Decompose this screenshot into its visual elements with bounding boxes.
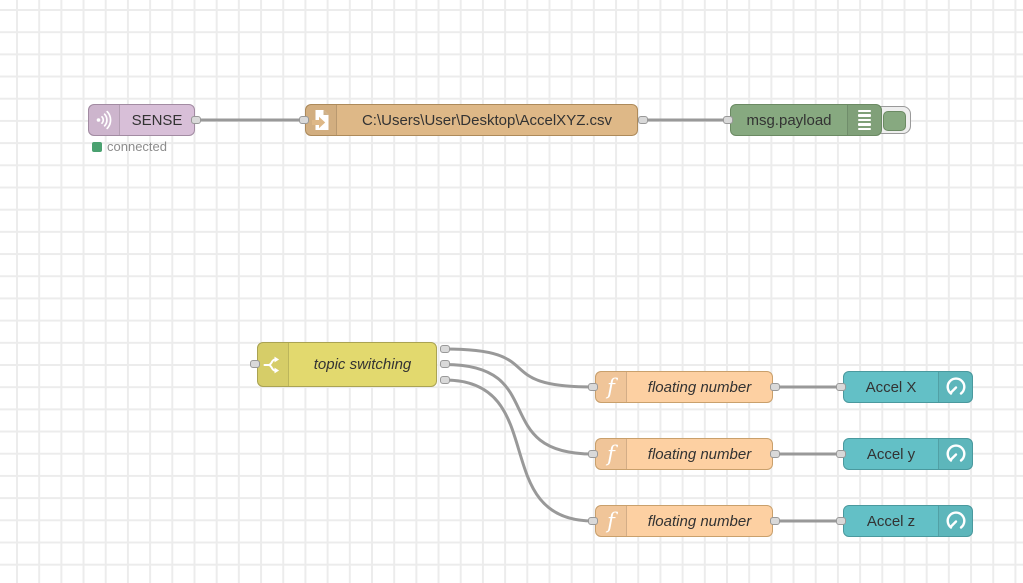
port-function-1-input[interactable] [588,383,598,391]
node-sense[interactable]: SENSE [88,104,195,136]
status-dot-icon [92,141,102,152]
debug-toggle-state [883,110,906,131]
broadcast-icon [89,105,120,135]
port-function-3-input[interactable] [588,517,598,525]
port-file-output[interactable] [638,116,648,124]
node-function-2[interactable]: f floating number [595,438,773,470]
node-label: floating number [647,512,752,530]
gauge-icon [938,439,972,469]
port-switch-output-3[interactable] [440,376,450,384]
port-gauge-y-input[interactable] [836,450,846,458]
function-f-icon: f [596,372,627,402]
node-function-1[interactable]: f floating number [595,371,773,403]
port-function-2-output[interactable] [770,450,780,458]
debug-list-icon [847,105,881,135]
node-label: floating number [647,378,752,396]
node-debug[interactable]: msg.payload [730,104,882,136]
node-label: topic switching [313,356,412,373]
port-switch-input[interactable] [250,360,260,368]
node-gauge-accel-x[interactable]: Accel X [843,371,973,403]
port-switch-output-2[interactable] [440,360,450,368]
fork-switch-icon [258,343,289,386]
function-f-icon: f [596,506,627,536]
node-label: SENSE [131,111,183,129]
node-gauge-accel-z[interactable]: Accel z [843,505,973,537]
node-label: msg.payload [746,111,832,129]
node-file-in[interactable]: C:\Users\User\Desktop\AccelXYZ.csv [305,104,638,136]
wire-switch-out3-to-func3[interactable] [443,378,595,523]
node-status: connected [92,139,167,154]
port-gauge-z-input[interactable] [836,517,846,525]
node-label: floating number [647,445,752,463]
node-switch[interactable]: topic switching [257,342,437,387]
port-sense-output[interactable] [191,116,201,124]
node-label: Accel X [865,378,917,396]
port-function-2-input[interactable] [588,450,598,458]
status-text: connected [107,139,167,154]
wire-switch-out1-to-func1[interactable] [443,347,595,389]
gauge-icon [938,506,972,536]
gauge-icon [938,372,972,402]
node-function-3[interactable]: f floating number [595,505,773,537]
wire-switch-out2-to-func2[interactable] [443,363,595,456]
node-label: Accel z [866,512,916,530]
node-gauge-accel-y[interactable]: Accel y [843,438,973,470]
node-label: C:\Users\User\Desktop\AccelXYZ.csv [361,111,613,129]
port-gauge-x-input[interactable] [836,383,846,391]
port-function-3-output[interactable] [770,517,780,525]
function-f-icon: f [596,439,627,469]
port-file-input[interactable] [299,116,309,124]
port-debug-input[interactable] [723,116,733,124]
port-function-1-output[interactable] [770,383,780,391]
node-label: Accel y [866,445,916,463]
file-import-icon [306,105,337,135]
port-switch-output-1[interactable] [440,345,450,353]
